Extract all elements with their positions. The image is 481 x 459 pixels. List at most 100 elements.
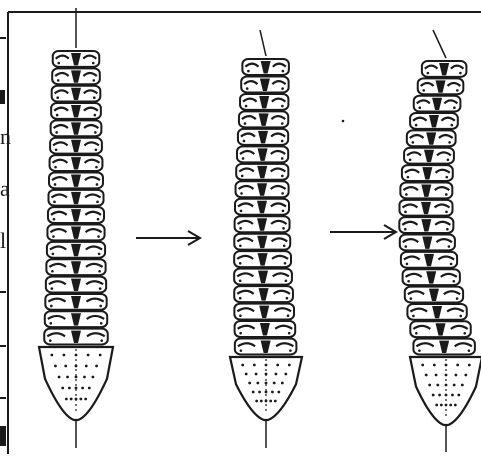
sacral-dot [265, 391, 268, 394]
vertebra [234, 286, 293, 302]
sacrum [230, 357, 302, 420]
sacral-dot [85, 365, 88, 368]
stipple-dot [97, 218, 100, 221]
vertebra [241, 76, 288, 92]
sacral-dot [50, 354, 53, 357]
sacral-dot [455, 374, 458, 377]
stipple-dot [453, 280, 456, 283]
stipple-dot [242, 157, 245, 160]
sacral-dot [84, 398, 87, 401]
stipple-dot [239, 279, 242, 282]
sacral-dot [277, 391, 280, 394]
cropped-edge-text-2: a [0, 178, 10, 200]
stipple-dot [244, 122, 247, 125]
stipple-dot [239, 227, 242, 230]
spines-group [39, 8, 481, 452]
stipple-dot [459, 72, 462, 75]
sacral-dot [288, 364, 291, 367]
stipple-dot [239, 332, 242, 335]
sacrum [39, 347, 113, 420]
stipple-dot [288, 332, 291, 335]
stipple-dot [240, 349, 243, 352]
cropped-edge-text-3: l [0, 230, 6, 252]
sacral-dot [70, 398, 73, 401]
stipple-dot [285, 279, 288, 282]
spine-3 [399, 30, 481, 452]
vertebra [46, 277, 106, 293]
stipple-dot [53, 218, 56, 221]
stipple-dot [282, 210, 285, 213]
stipple-dot [407, 280, 410, 283]
vertebra [237, 146, 288, 162]
sacral-dot [436, 384, 439, 387]
vertebra [49, 190, 104, 206]
sacral-dot [54, 365, 57, 368]
vertebra [414, 96, 461, 112]
margin-block-1 [0, 90, 5, 104]
stipple-dot [445, 193, 448, 196]
sacral-dot [274, 400, 277, 403]
sacral-dot [281, 382, 284, 385]
vertebra [45, 294, 106, 310]
sacral-dot [269, 400, 272, 403]
stipple-dot [97, 235, 100, 238]
cropped-edge-text-1: n [0, 126, 11, 148]
sacral-dot [79, 398, 82, 401]
stipple-dot [54, 166, 57, 169]
sacral-dot [245, 373, 248, 376]
stipple-dot [418, 349, 421, 352]
vertebra [52, 68, 100, 84]
sacral-dot [457, 394, 460, 397]
vertebra [405, 287, 463, 303]
vertebra [236, 181, 289, 197]
stipple-dot [450, 263, 453, 266]
vertebra [400, 200, 453, 216]
stipple-dot [410, 297, 413, 300]
sacrum [410, 357, 481, 425]
sacral-dot [438, 394, 441, 397]
margin-block-2 [0, 426, 6, 446]
vertebra [47, 225, 104, 241]
stipple-dot [281, 122, 284, 125]
sacral-dot [451, 394, 454, 397]
vertebra [235, 321, 296, 337]
sacral-dot [75, 387, 78, 390]
vertebra [235, 216, 290, 232]
spine-2 [230, 30, 302, 448]
stipple-dot [51, 287, 54, 290]
stipple-dot [409, 158, 412, 161]
stipple-dot [406, 263, 409, 266]
stipple-dot [52, 253, 55, 256]
stipple-dot [468, 349, 471, 352]
vertebra [410, 113, 458, 129]
stipple-dot [447, 158, 450, 161]
stipple-dot [56, 114, 59, 117]
sacral-dot [258, 391, 261, 394]
stipple-dot [55, 148, 58, 151]
sacral-dot [64, 365, 67, 368]
vertebra [45, 311, 107, 327]
stipple-dot [92, 79, 95, 82]
stipple-dot [418, 106, 421, 109]
vertebra [404, 148, 454, 164]
sacral-dot [468, 364, 471, 367]
stipple-dot [453, 106, 456, 109]
sacral-dot [449, 404, 452, 407]
stipple-dot [281, 157, 284, 160]
stipple-dot [445, 176, 448, 179]
vertebra [407, 304, 466, 320]
spine-top-line [260, 30, 266, 56]
vertebra [238, 129, 288, 145]
sacral-dot [92, 376, 95, 379]
stipple-dot [98, 270, 101, 273]
sacral-dot [454, 404, 457, 407]
stipple-dot [448, 141, 451, 144]
stipple-dot [247, 70, 250, 73]
stipple-dot [94, 131, 97, 134]
vertebra [234, 251, 291, 267]
vertebra [51, 120, 102, 136]
vertebra [50, 155, 103, 171]
vertebra [403, 269, 460, 285]
vertebra [242, 59, 288, 75]
